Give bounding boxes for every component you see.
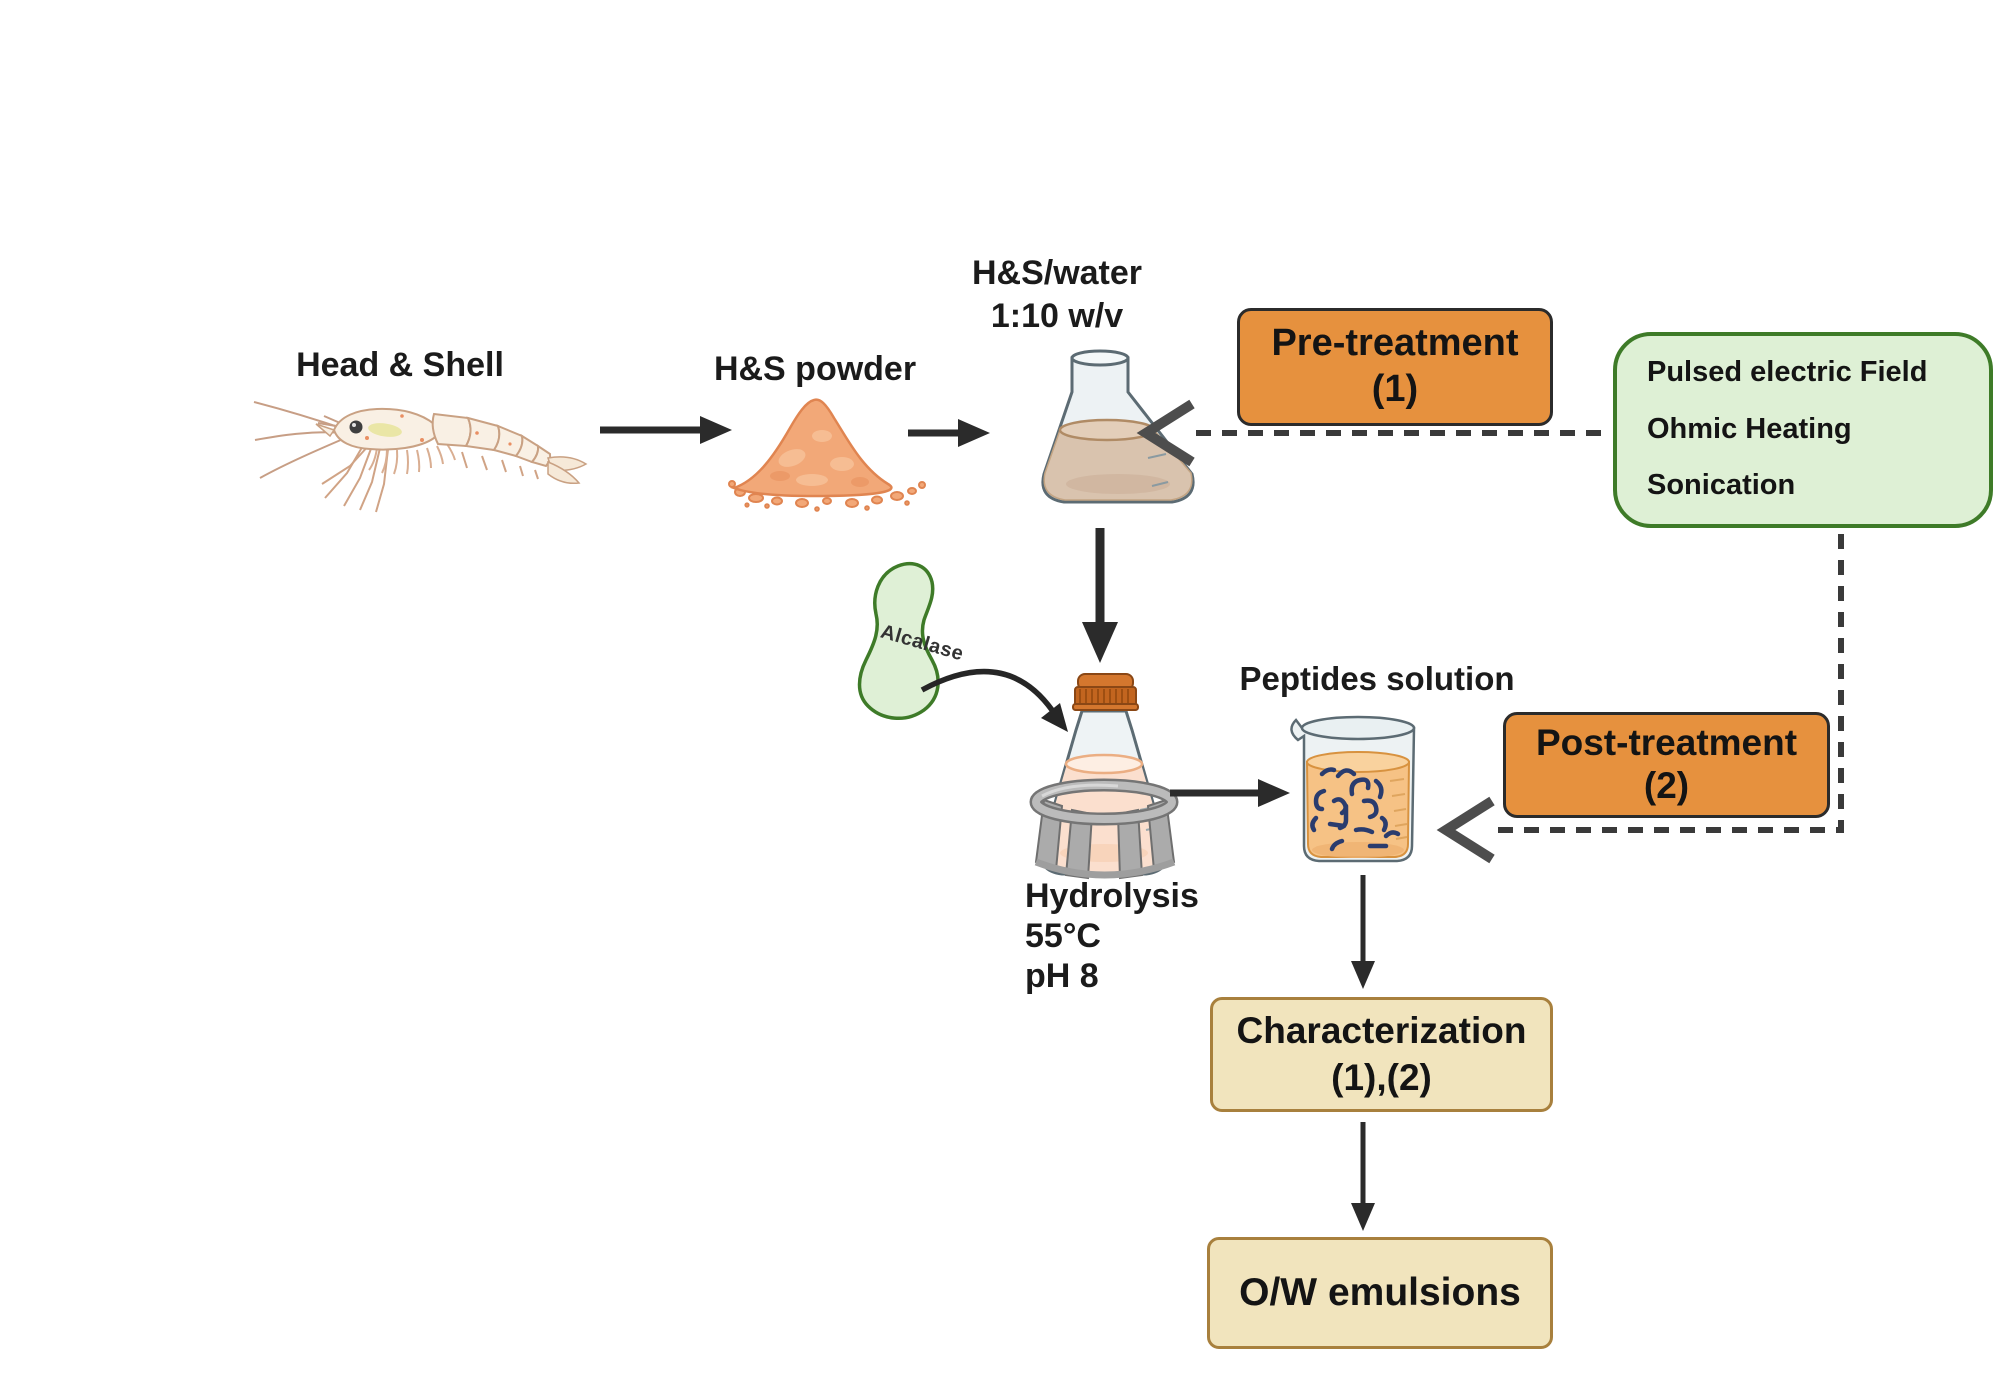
powder-mound [730, 398, 893, 498]
label-hydrolysis-line3: pH 8 [1025, 957, 1099, 996]
label-hs-water-line2: 1:10 w/v [990, 296, 1124, 335]
erlenmeyer-flask-illustration [1041, 349, 1195, 504]
treatment-option-sonication: Sonication [1647, 469, 1796, 501]
shrimp-legs [321, 443, 539, 513]
shrimp-illustration [253, 401, 588, 513]
label-hydrolysis-line2: 55°C [1025, 917, 1101, 956]
treatment-option-pulsed-electric-field: Pulsed electric Field [1647, 356, 1928, 388]
posttreatment-line2: (2) [1643, 765, 1690, 806]
characterization-box: Characterization (1),(2) [1210, 997, 1553, 1112]
characterization-line1: Characterization [1236, 1010, 1527, 1052]
posttreatment-line1: Post-treatment [1535, 722, 1798, 764]
flask-cap [1072, 673, 1139, 711]
beaker-liquid [1305, 761, 1411, 858]
treatment-options-box: Pulsed electric Field Ohmic Heating Soni… [1613, 332, 1993, 528]
flow-arrows [600, 416, 1375, 1231]
flask-clamp [1029, 778, 1179, 880]
label-hs-powder: H&S powder [713, 350, 917, 388]
shrimp-speckles [365, 414, 512, 446]
label-head-shell: Head & Shell [296, 346, 504, 384]
label-hydrolysis: Hydrolysis 55°C pH 8 [1025, 876, 1199, 996]
pretreatment-box: Pre-treatment (1) [1237, 308, 1553, 426]
alcalase-arrow [920, 668, 1068, 732]
pretreatment-line2: (1) [1371, 368, 1419, 410]
powder-illustration [728, 398, 926, 512]
shrimp-gland [368, 423, 402, 437]
treatment-option-ohmic-heating: Ohmic Heating [1647, 412, 1852, 445]
peptide-squiggles [1310, 767, 1401, 852]
label-hs-water: H&S/water 1:10 w/v [932, 252, 1182, 337]
ow-emulsions-box: O/W emulsions [1207, 1237, 1553, 1349]
peptides-beaker-illustration [1290, 715, 1416, 863]
ow-emulsions-label: O/W emulsions [1239, 1270, 1521, 1314]
label-hydrolysis-line1: Hydrolysis [1025, 877, 1199, 915]
shrimp-pleopods [368, 443, 456, 475]
characterization-line2: (1),(2) [1331, 1056, 1432, 1098]
chevron-arrowheads [1136, 399, 1495, 864]
posttreatment-box: Post-treatment (2) [1503, 712, 1830, 818]
label-hs-water-line1: H&S/water [971, 254, 1143, 292]
alcalase-enzyme-blob [857, 561, 940, 721]
hydrolysis-flask-illustration [1029, 673, 1179, 880]
label-peptides-solution: Peptides solution [1239, 660, 1515, 697]
dashed-treatment-lines [1196, 430, 1844, 833]
pretreatment-line1: Pre-treatment [1271, 322, 1519, 365]
